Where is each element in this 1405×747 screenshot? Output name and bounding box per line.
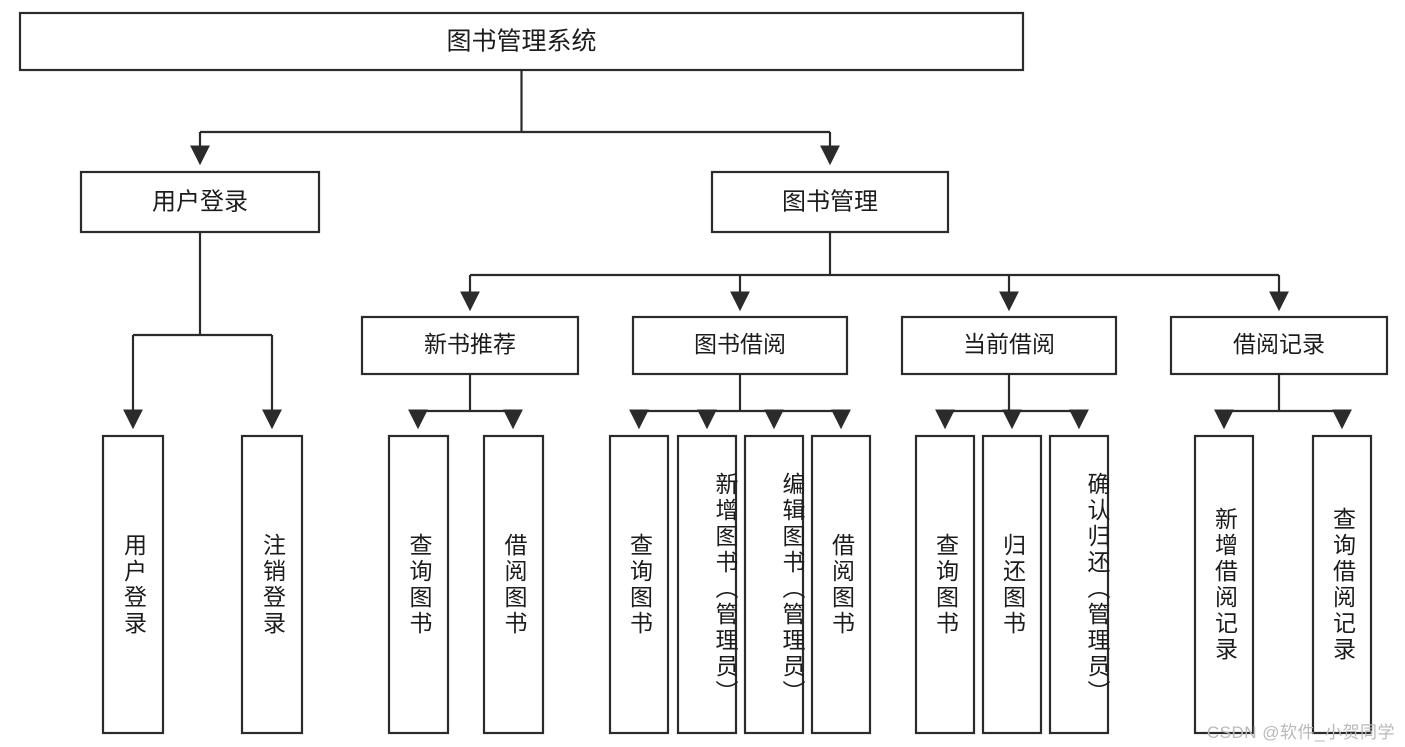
node-root-box[interactable] (18, 11, 1025, 72)
node-leaf-logout-box[interactable] (240, 434, 304, 735)
node-new-book-recommend-label: 新书推荐 (424, 331, 516, 357)
node-user-login-box[interactable] (79, 170, 321, 234)
node-leaf-return-book-box[interactable] (981, 434, 1043, 735)
node-leaf-user-login-box[interactable] (101, 434, 165, 735)
node-book-borrow-label: 图书借阅 (694, 331, 786, 357)
node-leaf-query-book-3-box[interactable] (914, 434, 976, 735)
node-leaf-borrow-book-1-box[interactable] (482, 434, 545, 735)
node-current-borrow-box[interactable] (900, 315, 1118, 376)
node-book-manage[interactable]: 图书管理 (710, 170, 950, 234)
connector-lines (123, 70, 1352, 430)
node-user-login[interactable]: 用户登录 (79, 170, 321, 234)
node-leaf-confirm-return-box[interactable] (1048, 434, 1110, 735)
node-new-book-recommend[interactable]: 新书推荐 (360, 315, 580, 376)
node-new-book-recommend-box[interactable] (360, 315, 580, 376)
csdn-watermark: CSDN @软件_小贺同学 (1206, 723, 1395, 742)
node-current-borrow-label: 当前借阅 (963, 331, 1055, 357)
node-leaf-borrow-book-2-box[interactable] (810, 434, 872, 735)
node-book-manage-box[interactable] (710, 170, 950, 234)
node-leaf-edit-book-box[interactable] (743, 434, 805, 735)
node-root-label: 图书管理系统 (446, 28, 596, 56)
node-leaf-add-record-box[interactable] (1193, 434, 1255, 735)
node-leaf-query-book-1-box[interactable] (387, 434, 450, 735)
node-leaf-query-book-2-box[interactable] (608, 434, 670, 735)
node-root[interactable]: 图书管理系统 (18, 11, 1025, 72)
node-book-manage-label: 图书管理 (782, 188, 878, 215)
node-book-borrow-box[interactable] (631, 315, 849, 376)
node-leaf-query-record-box[interactable] (1311, 434, 1373, 735)
node-book-borrow[interactable]: 图书借阅 (631, 315, 849, 376)
node-borrow-record[interactable]: 借阅记录 (1169, 315, 1389, 376)
node-borrow-record-label: 借阅记录 (1233, 331, 1325, 357)
node-leaf-add-book-box[interactable] (676, 434, 738, 735)
node-borrow-record-box[interactable] (1169, 315, 1389, 376)
node-user-login-label: 用户登录 (152, 188, 248, 215)
node-current-borrow[interactable]: 当前借阅 (900, 315, 1118, 376)
